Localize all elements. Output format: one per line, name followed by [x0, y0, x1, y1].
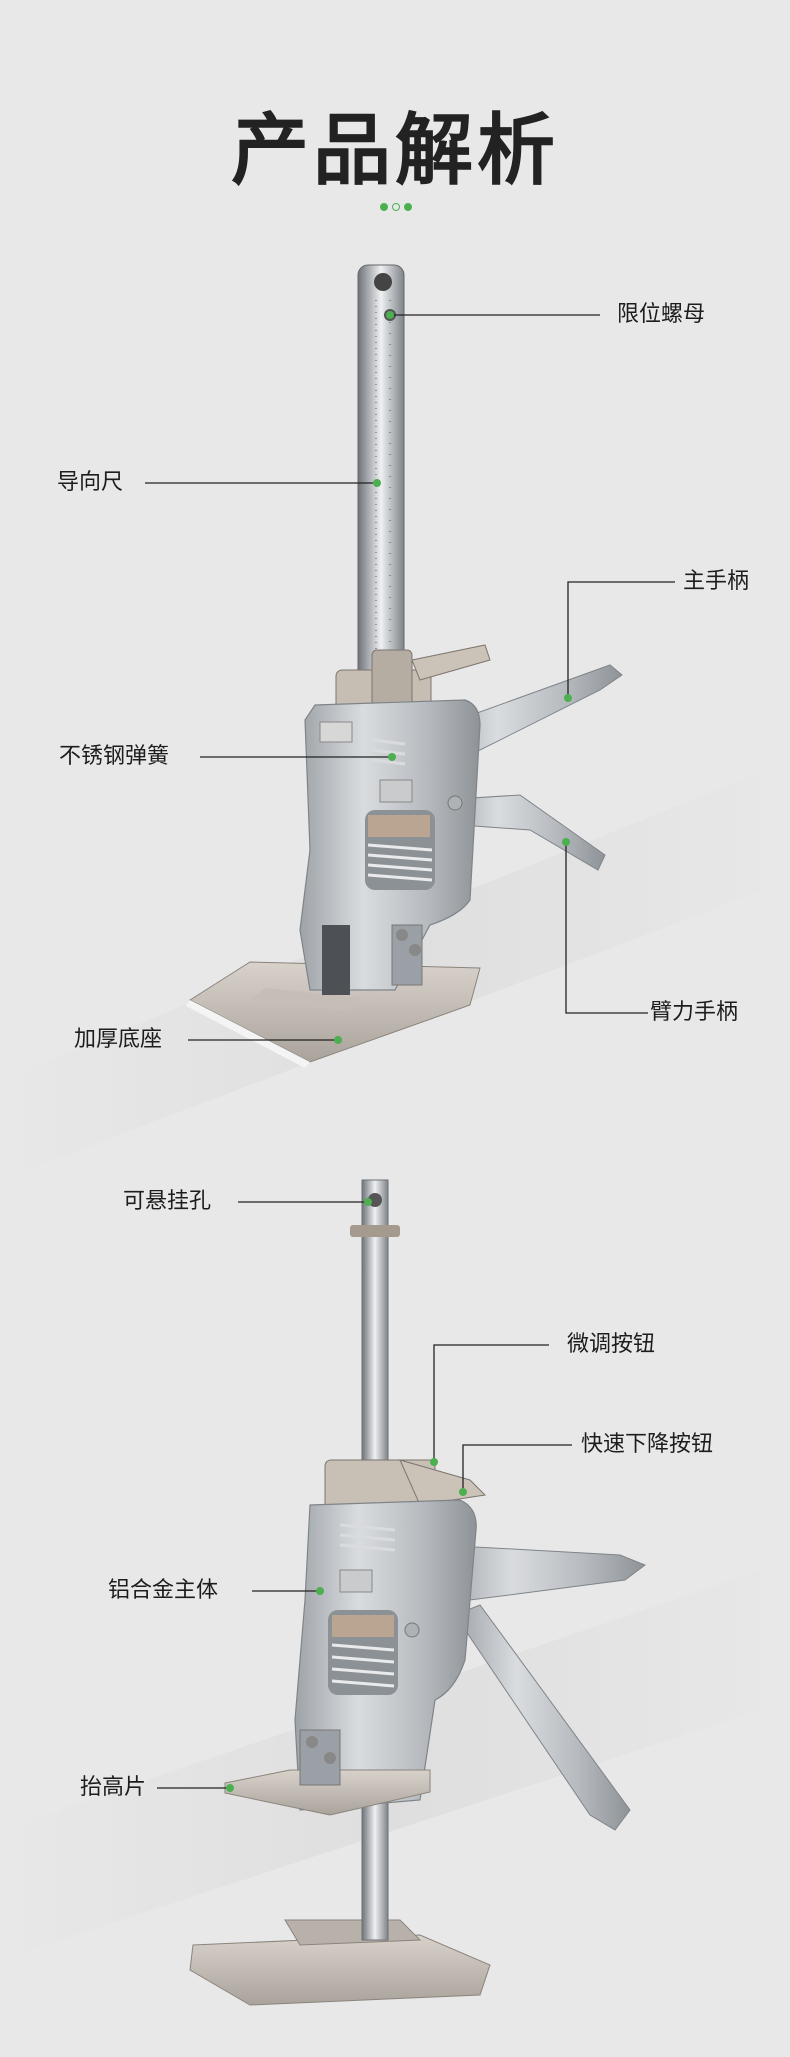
tool-bottom — [189, 1179, 647, 2006]
leaders-top — [145, 311, 675, 1044]
divider-dot — [404, 203, 412, 211]
callout-hanging-hole: 可悬挂孔 — [123, 1189, 212, 1214]
tool-top — [186, 264, 623, 1068]
callout-arm-handle: 臂力手柄 — [650, 1000, 739, 1025]
page-title: 产品解析 — [230, 106, 559, 196]
callout-fine-tune-button: 微调按钮 — [567, 1332, 656, 1357]
callout-quick-release-button: 快速下降按钮 — [581, 1432, 714, 1457]
title-divider-dots — [380, 201, 412, 213]
callout-guide-ruler: 导向尺 — [57, 470, 124, 495]
callout-limit-nut: 限位螺母 — [617, 302, 706, 327]
divider-dot — [380, 203, 388, 211]
divider-dot-hollow — [392, 203, 400, 211]
callout-spring: 不锈钢弹簧 — [59, 744, 170, 769]
callout-base: 加厚底座 — [74, 1027, 163, 1052]
callout-alloy-body: 铝合金主体 — [108, 1578, 219, 1603]
callout-lift-plate: 抬高片 — [80, 1775, 147, 1800]
callout-main-handle: 主手柄 — [683, 569, 750, 594]
leaders-bottom — [157, 1198, 572, 1792]
